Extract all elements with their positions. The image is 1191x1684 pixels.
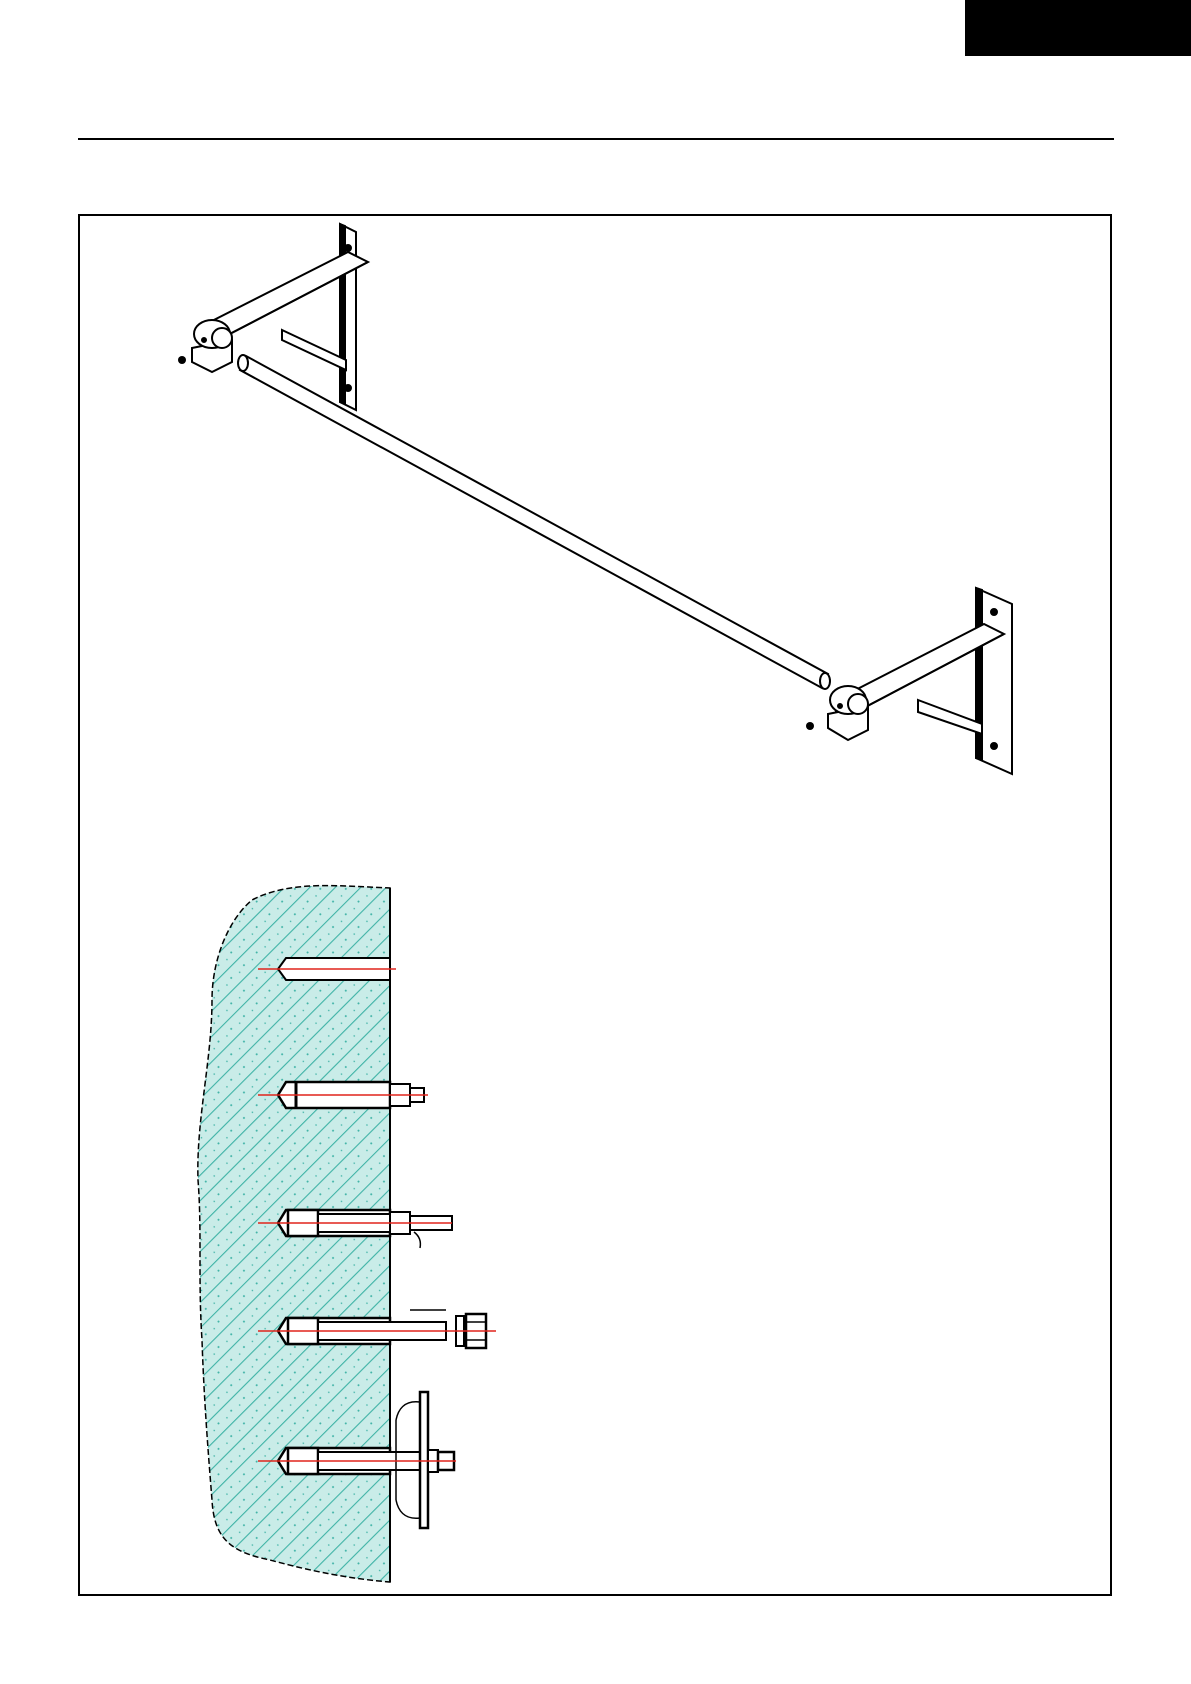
insert-anchor-step bbox=[258, 1082, 428, 1108]
bar-rod-icon bbox=[238, 355, 830, 689]
wall-bracket-right-icon bbox=[828, 588, 1012, 774]
screw-left-icon bbox=[178, 356, 186, 364]
screw-right-icon bbox=[806, 722, 814, 730]
